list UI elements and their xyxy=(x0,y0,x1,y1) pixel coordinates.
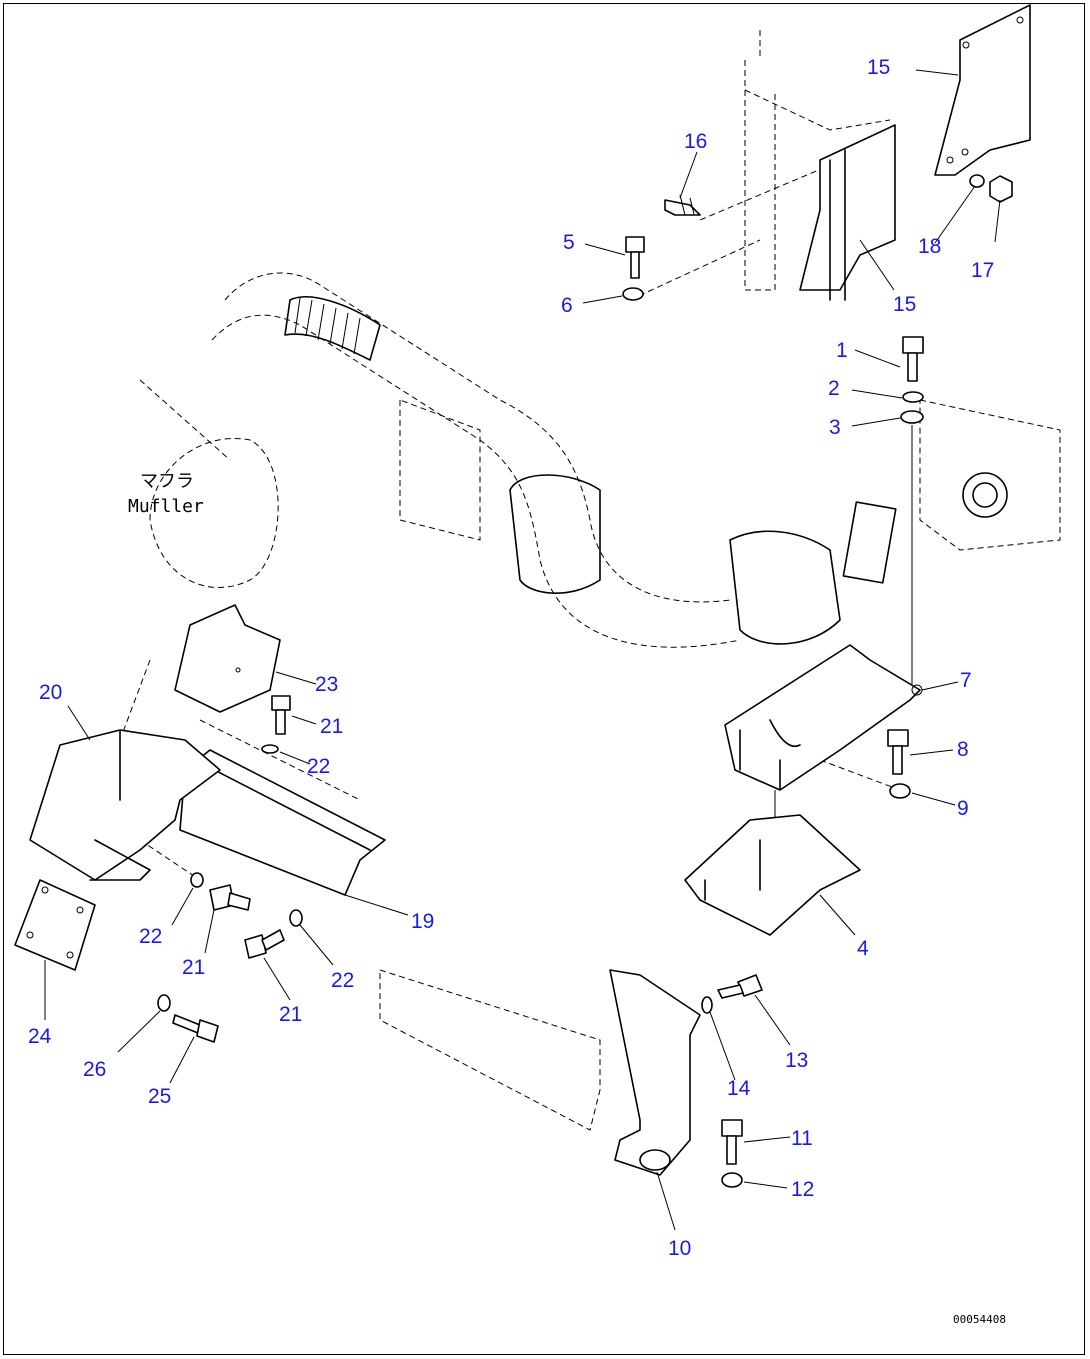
callout-1: 1 xyxy=(836,339,848,362)
part-20-bracket xyxy=(29,729,221,881)
part-12-washer xyxy=(721,1172,743,1188)
part-17-nut xyxy=(989,175,1013,203)
callout-21-c: 21 xyxy=(279,1003,302,1026)
part-9-washer xyxy=(889,783,911,799)
callout-3: 3 xyxy=(829,416,841,439)
part-21-bolt-a xyxy=(271,695,291,735)
callout-21-b: 21 xyxy=(182,956,205,979)
part-21-bolt-c xyxy=(244,929,285,959)
callout-21-a: 21 xyxy=(320,715,343,738)
callout-15-lower: 15 xyxy=(893,293,916,316)
part-14-washer xyxy=(701,996,713,1014)
part-4-base xyxy=(684,814,861,936)
muffler-note-english: Mufller xyxy=(128,496,204,517)
part-7-bracket xyxy=(724,644,923,791)
part-26-washer xyxy=(157,994,171,1012)
leader-lines xyxy=(44,69,1001,1231)
part-24-bracket xyxy=(14,879,96,971)
part-6-washer xyxy=(622,287,644,301)
callout-26: 26 xyxy=(83,1058,106,1081)
callout-19: 19 xyxy=(411,910,434,933)
part-15-shield-lower xyxy=(799,124,896,301)
part-15-shield-upper xyxy=(934,4,1031,176)
part-19-long-plate xyxy=(179,749,386,896)
callout-8: 8 xyxy=(957,738,969,761)
callout-22-b: 22 xyxy=(139,925,162,948)
callout-18: 18 xyxy=(918,235,941,258)
part-11-bolt xyxy=(721,1119,743,1165)
part-13-bolt xyxy=(717,974,763,999)
part-21-bolt-b xyxy=(209,884,251,911)
part-25-bolt xyxy=(172,1014,219,1043)
exhaust-bellows xyxy=(284,296,1008,645)
part-16-clip xyxy=(664,194,701,216)
part-22-washer-b xyxy=(190,872,204,888)
callout-11: 11 xyxy=(791,1127,813,1150)
part-22-washer-a xyxy=(261,744,279,754)
callout-5: 5 xyxy=(563,231,575,254)
callout-20: 20 xyxy=(39,681,62,704)
part-3-washer xyxy=(900,410,924,424)
part-22-washer-c xyxy=(289,909,303,927)
callout-10: 10 xyxy=(668,1237,691,1260)
callout-23: 23 xyxy=(315,673,338,696)
callout-25: 25 xyxy=(148,1085,171,1108)
part-8-bolt xyxy=(887,729,909,775)
part-23-cover xyxy=(174,604,281,713)
muffler-note-japanese: マフラ xyxy=(140,471,194,492)
part-1-bolt xyxy=(902,336,924,382)
callout-16: 16 xyxy=(684,130,707,153)
callout-labels: 1 2 3 4 5 6 7 8 9 10 11 12 13 14 15 15 1… xyxy=(28,56,994,1260)
callout-12: 12 xyxy=(791,1178,814,1201)
part-10-cover xyxy=(609,969,701,1176)
part-2-washer xyxy=(902,391,924,403)
callout-24: 24 xyxy=(28,1025,52,1048)
callout-4: 4 xyxy=(857,937,869,960)
phantom-outlines xyxy=(89,30,1061,1131)
part-18-washer xyxy=(969,174,985,188)
callout-15-upper: 15 xyxy=(867,56,890,79)
callout-7: 7 xyxy=(960,669,972,692)
callout-14: 14 xyxy=(727,1077,751,1100)
part-5-bolt xyxy=(625,236,645,279)
callout-22-a: 22 xyxy=(307,755,330,778)
drawing-id: 00054408 xyxy=(953,1313,1006,1326)
callout-13: 13 xyxy=(785,1049,808,1072)
callout-22-c: 22 xyxy=(331,969,354,992)
callout-17: 17 xyxy=(971,259,994,282)
callout-6: 6 xyxy=(561,294,573,317)
callout-2: 2 xyxy=(828,377,840,400)
drawing-frame xyxy=(3,3,1085,1355)
callout-9: 9 xyxy=(957,797,969,820)
